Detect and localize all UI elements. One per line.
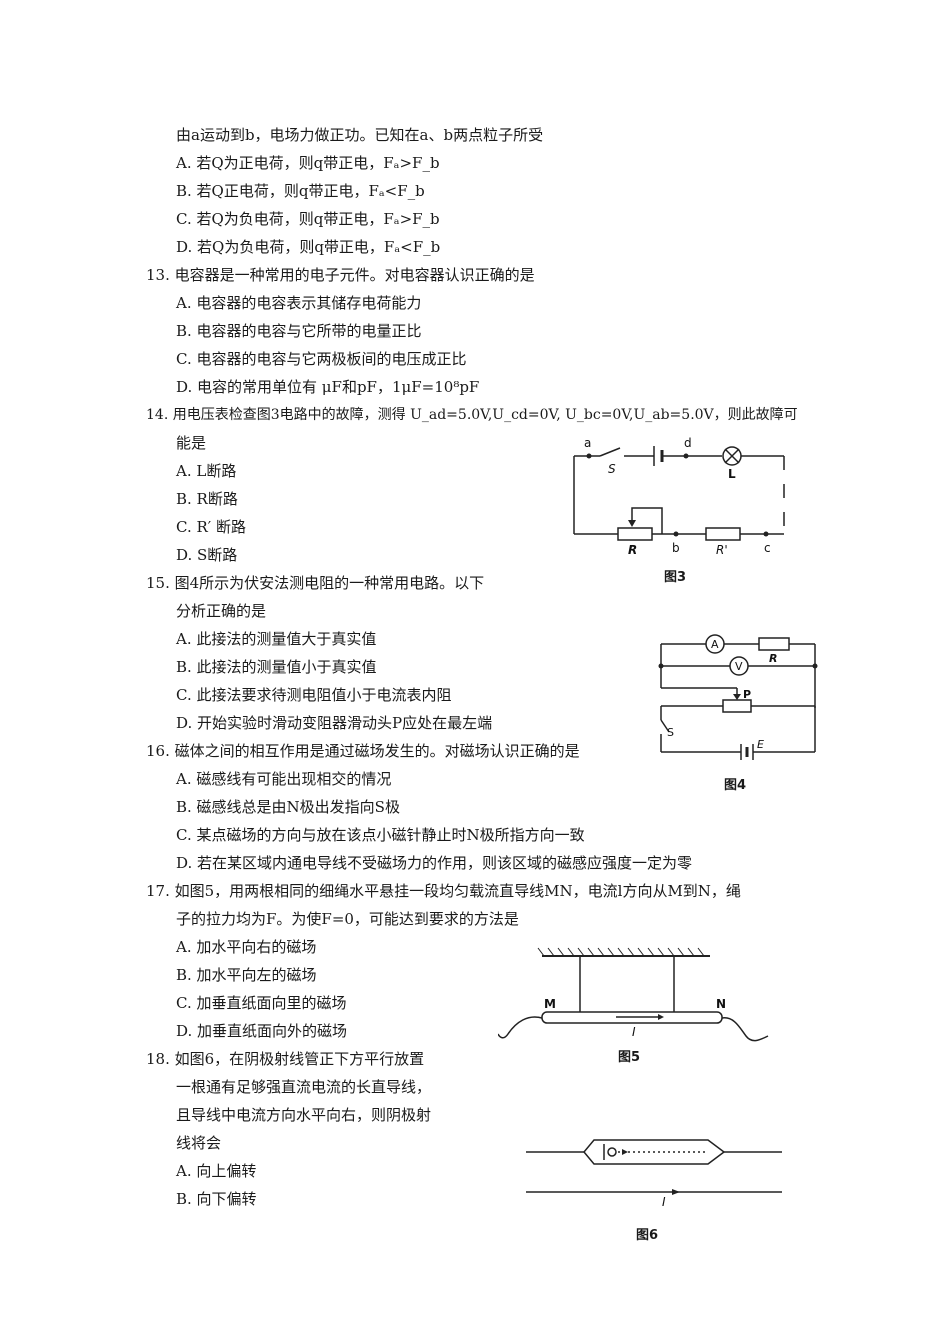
fig4-label-p: P [743,688,751,701]
figure-6-cathode-ray-tube: I [526,1139,782,1209]
q12-option-b: B. 若Q正电荷，则q带正电，Fₐ<F_b [176,182,425,200]
figure-6-caption: 图6 [636,1228,659,1243]
figure-3-caption: 图3 [664,570,687,585]
figure-5-caption: 图5 [618,1050,641,1065]
q14-option-d: D. S断路 [176,546,238,564]
q12-option-c: C. 若Q为负电荷，则q带正电，Fₐ>F_b [176,210,440,228]
fig4-voltmeter-label: V [735,660,743,673]
q17-stem-line1: 17. 如图5，用两根相同的细绳水平悬挂一段均匀载流直导线MN，电流l方向从M到… [146,882,741,900]
q14-option-b: B. R断路 [176,490,238,508]
q12-option-a: A. 若Q为正电荷，则q带正电，Fₐ>F_b [176,154,440,172]
fig3-label-c: c [764,541,771,555]
fig3-label-b: b [672,541,680,555]
fig3-label-a: a [584,436,591,450]
q14-option-a: A. L断路 [176,462,237,480]
figure-5-hanging-wire: M N I [498,947,769,1042]
q18-stem-line2: 一根通有足够强直流电流的长直导线， [176,1078,432,1096]
q17-option-c: C. 加垂直纸面向里的磁场 [176,994,347,1012]
q17-option-b: B. 加水平向左的磁场 [176,966,317,984]
q17-option-d: D. 加垂直纸面向外的磁场 [176,1022,348,1040]
q16-option-b: B. 磁感线总是由N极出发指向S极 [176,798,400,816]
q18-stem-line1: 18. 如图6，在阴极射线管正下方平行放置 [146,1050,425,1068]
q16-option-d: D. 若在某区域内通电导线不受磁场力的作用，则该区域的磁感应强度一定为零 [176,854,693,872]
q13-option-b: B. 电容器的电容与它所带的电量正比 [176,322,422,340]
q12-stem-cont: 由a运动到b，电场力做正功。已知在a、b两点粒子所受 [176,126,544,144]
figure-3-circuit: a d S L R b R' c [573,436,785,557]
q18-option-b: B. 向下偏转 [176,1190,257,1208]
q17-option-a: A. 加水平向右的磁场 [176,938,317,956]
q14-stem-line1: 14. 用电压表检查图3电路中的故障，测得 U_ad=5.0V,U_cd=0V,… [146,407,798,423]
q15-option-c: C. 此接法要求待测电阻值小于电流表内阻 [176,686,452,704]
fig3-label-d: d [684,436,692,450]
q15-stem-line2: 分析正确的是 [176,602,267,620]
q14-stem-line2: 能是 [176,434,207,452]
fig3-label-s: S [608,462,616,476]
q15-option-a: A. 此接法的测量值大于真实值 [176,630,377,648]
q13-option-a: A. 电容器的电容表示其储存电荷能力 [176,294,422,312]
q18-option-a: A. 向上偏转 [176,1162,257,1180]
fig5-label-current: I [632,1025,636,1039]
fig4-ammeter-label: A [711,638,719,651]
q18-stem-line3: 且导线中电流方向水平向右，则阴极射 [176,1106,432,1124]
q16-option-c: C. 某点磁场的方向与放在该点小磁针静止时N极所指方向一致 [176,826,585,844]
figure-4-circuit: A V R P S E [658,634,818,760]
fig4-label-r: R [769,652,777,665]
fig5-label-m: M [544,997,556,1011]
fig5-label-n: N [716,997,726,1011]
fig6-label-current: I [662,1195,666,1209]
q13-option-c: C. 电容器的电容与它两极板间的电压成正比 [176,350,467,368]
q16-option-a: A. 磁感线有可能出现相交的情况 [176,770,392,788]
q17-stem-line2: 子的拉力均为F。为使F=0，可能达到要求的方法是 [176,910,519,928]
q16-stem: 16. 磁体之间的相互作用是通过磁场发生的。对磁场认识正确的是 [146,742,580,760]
q14-option-c: C. R′ 断路 [176,518,246,536]
figure-4-caption: 图4 [724,778,747,793]
q13-stem: 13. 电容器是一种常用的电子元件。对电容器认识正确的是 [146,266,535,284]
fig4-label-e: E [757,738,764,751]
q15-option-b: B. 此接法的测量值小于真实值 [176,658,377,676]
q18-stem-line4: 线将会 [176,1134,222,1152]
fig4-label-s: S [667,726,674,739]
q15-stem-line1: 15. 图4所示为伏安法测电阻的一种常用电路。以下 [146,574,485,592]
fig3-label-l: L [728,467,736,481]
fig3-label-rprime: R' [716,543,728,557]
q12-option-d: D. 若Q为负电荷，则q带正电，Fₐ<F_b [176,238,441,256]
fig3-label-r: R [628,543,637,557]
q13-option-d: D. 电容的常用单位有 μF和pF，1μF=10⁸pF [176,378,480,396]
q15-option-d: D. 开始实验时滑动变阻器滑动头P应处在最左端 [176,714,493,732]
